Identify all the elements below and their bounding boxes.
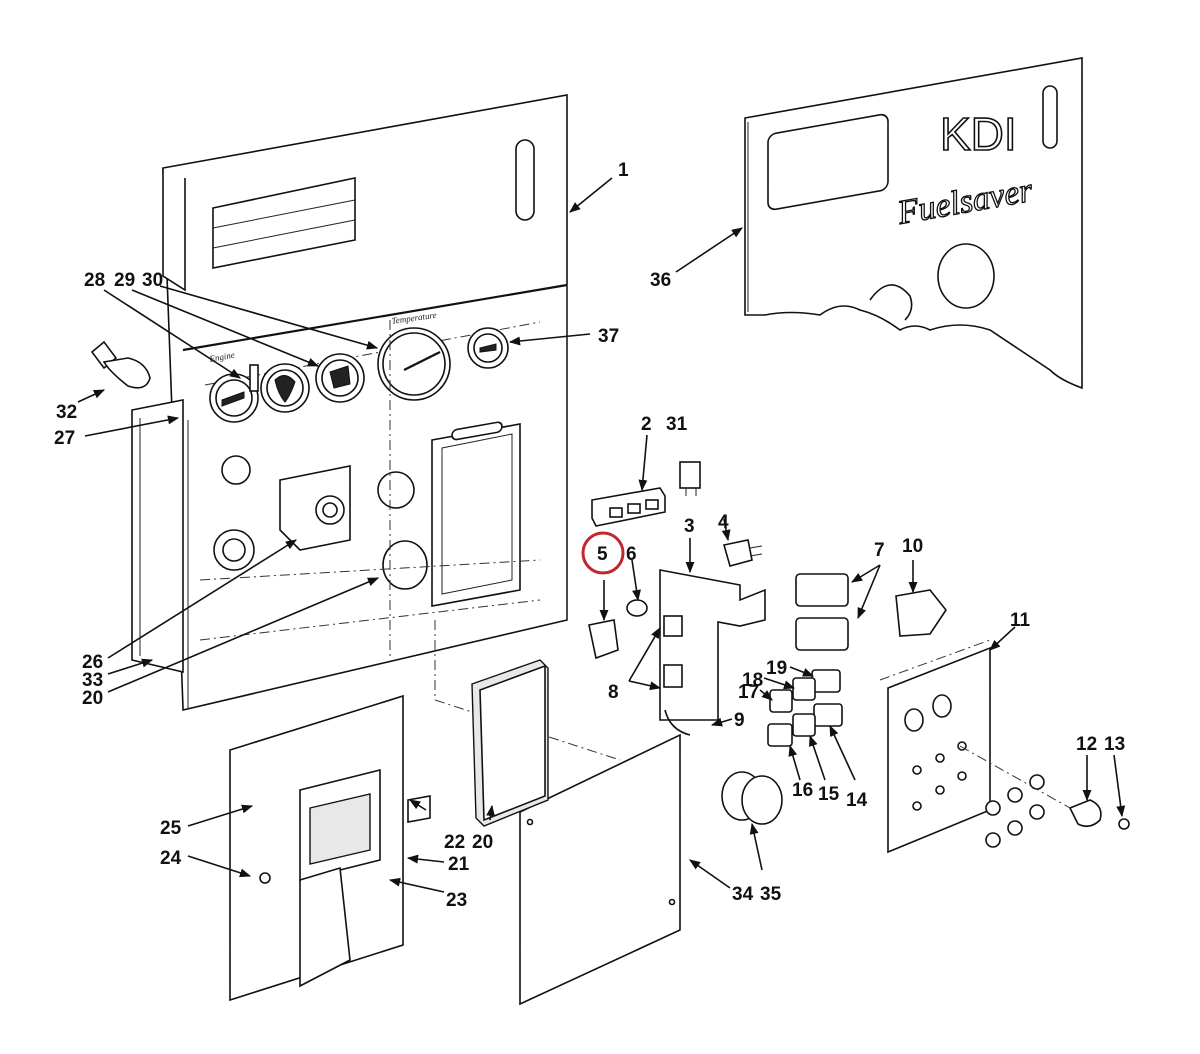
callout-15: 15 bbox=[818, 784, 840, 805]
diode-part-4 bbox=[722, 539, 763, 567]
mounting-bracket-part-3 bbox=[659, 569, 766, 721]
callout-24: 24 bbox=[160, 848, 182, 869]
callout-36: 36 bbox=[650, 270, 671, 291]
callout-3: 3 bbox=[684, 516, 695, 537]
callout-18: 18 bbox=[742, 670, 763, 691]
callout-33: 33 bbox=[82, 670, 103, 691]
callout-8: 8 bbox=[608, 682, 619, 703]
wire-harness-part-9 bbox=[664, 709, 691, 736]
callout-27: 27 bbox=[54, 428, 75, 449]
switch-part-6 bbox=[626, 599, 648, 617]
callout-22: 22 bbox=[444, 832, 465, 853]
fasteners-12-13 bbox=[959, 745, 1130, 848]
relay-part-31 bbox=[679, 461, 701, 496]
callout-30: 30 bbox=[142, 270, 163, 291]
callout-14: 14 bbox=[846, 790, 868, 811]
callout-26: 26 bbox=[82, 652, 103, 673]
cover-plate-part-34 bbox=[519, 733, 681, 1006]
callout-32: 32 bbox=[56, 402, 77, 423]
callout-17: 17 bbox=[738, 682, 759, 703]
callout-35: 35 bbox=[760, 884, 782, 905]
callout-37: 37 bbox=[598, 326, 619, 347]
main-control-panel: Engine Temperature bbox=[131, 94, 621, 761]
module-part-20 bbox=[471, 659, 549, 827]
callout-9: 9 bbox=[734, 710, 745, 731]
callout-34: 34 bbox=[732, 884, 754, 905]
toggle-switches-14-19 bbox=[767, 669, 843, 747]
relay-pair-part-7 bbox=[795, 573, 849, 651]
callout-11: 11 bbox=[1010, 610, 1031, 631]
front-decal-panel: KDI Fuelsaver bbox=[744, 57, 1083, 390]
callout-20-bottom: 20 bbox=[472, 832, 493, 853]
callout-29: 29 bbox=[114, 270, 135, 291]
switch-panel-part-2 bbox=[591, 487, 666, 527]
callout-7: 7 bbox=[874, 540, 885, 561]
valve-part-10 bbox=[895, 589, 947, 637]
callout-19: 19 bbox=[766, 658, 787, 679]
fitting-part-32 bbox=[90, 340, 151, 389]
callout-leader-lines bbox=[77, 177, 1126, 893]
callout-28: 28 bbox=[84, 270, 105, 291]
horn-part-35 bbox=[721, 771, 783, 825]
callout-numbers: 1 2 3 4 5 6 7 8 9 10 11 12 13 14 15 16 1… bbox=[54, 160, 1125, 911]
contactor-assembly-21-25 bbox=[229, 694, 431, 1002]
callout-1: 1 bbox=[618, 160, 629, 181]
highlight-circle-callout-5 bbox=[581, 531, 625, 575]
callout-13: 13 bbox=[1104, 734, 1125, 755]
mounting-plate-part-11 bbox=[879, 639, 991, 854]
callout-6: 6 bbox=[626, 544, 637, 565]
callout-23: 23 bbox=[446, 890, 467, 911]
callout-20-left: 20 bbox=[82, 688, 103, 709]
callout-31: 31 bbox=[666, 414, 688, 435]
relay-part-5 bbox=[588, 619, 619, 660]
brand-logo-text: KDI bbox=[940, 108, 1017, 160]
engine-label-text: Engine bbox=[208, 350, 236, 364]
callout-25: 25 bbox=[160, 818, 182, 839]
callout-5: 5 bbox=[597, 544, 608, 565]
callout-12: 12 bbox=[1076, 734, 1097, 755]
callout-4: 4 bbox=[718, 512, 729, 533]
callout-21: 21 bbox=[448, 854, 470, 875]
callout-16: 16 bbox=[792, 780, 813, 801]
callout-2: 2 bbox=[641, 414, 652, 435]
callout-10: 10 bbox=[902, 536, 923, 557]
